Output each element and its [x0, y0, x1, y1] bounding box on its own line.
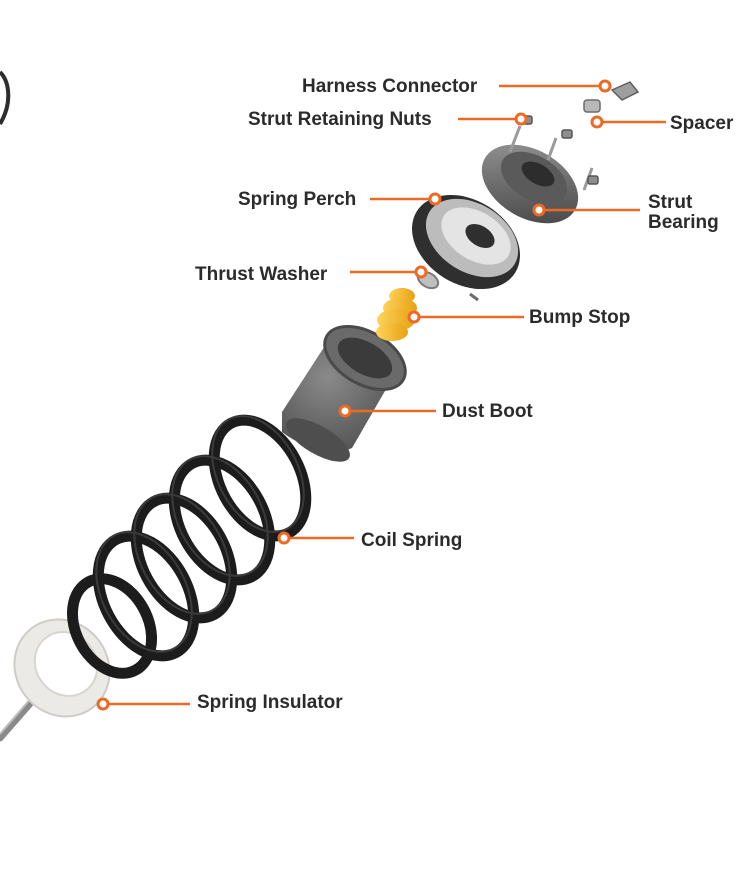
strut-retaining-nuts: [521, 115, 599, 185]
label-spacer: Spacer: [670, 113, 734, 134]
label-spring-perch: Spring Perch: [238, 189, 357, 210]
dot-harness-connector: [598, 79, 612, 93]
label-thrust-washer: Thrust Washer: [195, 264, 328, 285]
label-spring-insulator: Spring Insulator: [197, 692, 343, 713]
dot-strut-retaining-nuts: [514, 112, 528, 126]
bump-stop: [376, 288, 417, 341]
dot-spring-perch: [428, 192, 442, 206]
dot-thrust-washer: [414, 265, 428, 279]
strut-bearing: [481, 125, 594, 224]
label-bump-stop: Bump Stop: [529, 307, 631, 328]
dot-dust-boot: [338, 404, 352, 418]
spring-perch: [412, 194, 520, 302]
dot-spring-insulator: [96, 697, 110, 711]
coil-spring-highlight: [95, 415, 305, 653]
callout-dots: [96, 79, 612, 711]
dust-boot: [282, 325, 407, 462]
dot-bump-stop: [407, 310, 421, 324]
label-dust-boot: Dust Boot: [442, 401, 533, 422]
dot-strut-bearing: [532, 203, 546, 217]
dot-coil-spring: [277, 531, 291, 545]
label-coil-spring: Coil Spring: [361, 530, 463, 551]
label-harness-connector: Harness Connector: [302, 76, 478, 97]
background-arc: [0, 70, 11, 126]
harness-connector: [610, 81, 640, 101]
label-strut-retaining-nuts: Strut Retaining Nuts: [248, 109, 432, 130]
dot-spacer: [590, 115, 604, 129]
label-strut-bearing-line1: Strut: [648, 192, 693, 213]
label-strut-bearing-line2: Bearing: [648, 212, 719, 233]
leader-lines: [108, 84, 666, 706]
spacer: [583, 99, 601, 113]
